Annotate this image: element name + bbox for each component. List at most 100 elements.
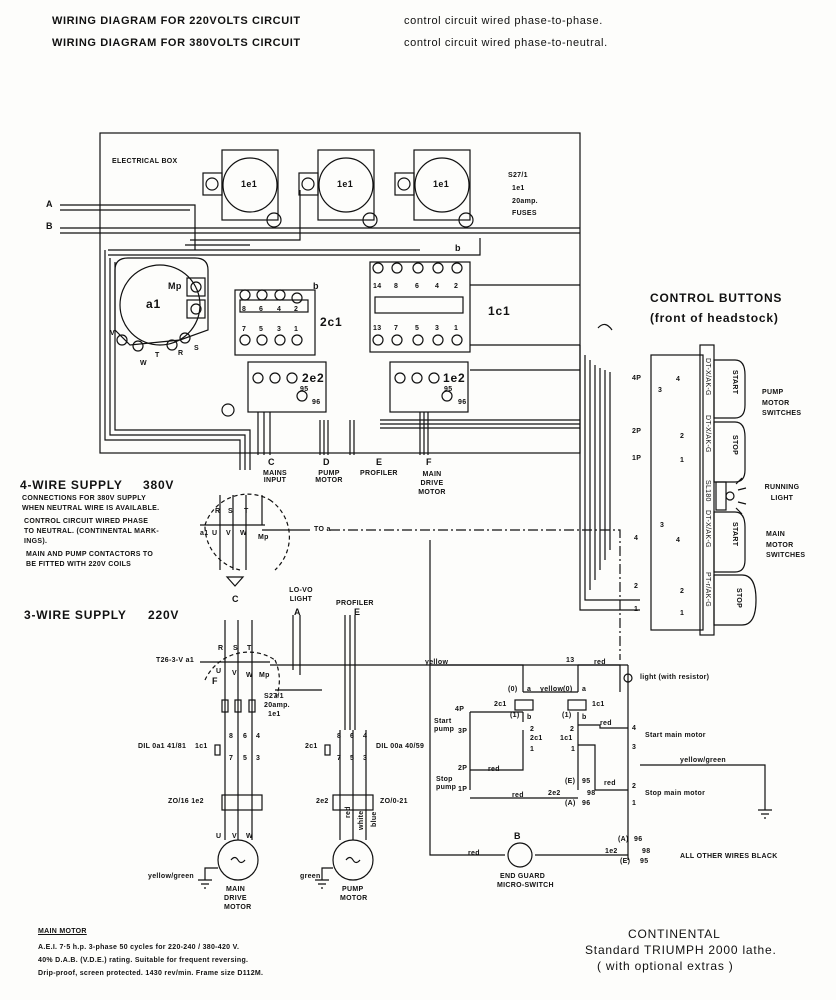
stop-main-button[interactable]: STOP <box>735 588 742 609</box>
wire-drops-outputs <box>257 412 429 455</box>
isolator-terminal-v: V <box>110 330 115 337</box>
pump-overload-label: 2e2 <box>316 798 329 805</box>
header-note-220v: control circuit wired phase-to-phase. <box>404 15 603 27</box>
overload-terminal: 96 <box>582 800 591 807</box>
overload-label: 2e2 <box>548 790 561 797</box>
terminal-number: 7 <box>337 755 342 762</box>
fuse-note-line: FUSES <box>512 210 537 217</box>
terminal-mp: Mp <box>258 534 269 541</box>
curved-arrow-icon <box>597 323 613 331</box>
supply-220-voltage: 220V <box>148 608 180 622</box>
earth-stud <box>221 403 235 417</box>
footer-extras: ( with optional extras ) <box>597 959 734 973</box>
input-b-label: B <box>46 221 53 231</box>
overload-1e2-box <box>389 361 469 413</box>
stop-pump-label: Stop <box>436 776 453 783</box>
coil-terminal: (1) <box>510 712 520 719</box>
output-f-name: MAIN DRIVE MOTOR <box>418 471 446 497</box>
wire-label: 2 <box>680 433 685 440</box>
terminal-r: R <box>218 645 224 652</box>
arrow-down-icon <box>225 576 245 587</box>
aux-label: 2c1 <box>530 735 543 742</box>
terminal-number: 5 <box>415 325 420 332</box>
wire-label: 4 <box>676 376 681 383</box>
terminal-number: 13 <box>373 325 382 332</box>
output-c-name: MAINS INPUT <box>262 470 288 484</box>
terminal-number: 3 <box>363 755 368 762</box>
overload-terminal: 98 <box>642 848 651 855</box>
main-overload-label: ZO/16 1e2 <box>168 798 204 805</box>
fuse-2-label: 1e1 <box>337 179 354 189</box>
isolator-terminal-w: W <box>140 360 147 367</box>
terminal-number: 6 <box>415 283 420 290</box>
fuse-note-line: 1e1 <box>512 185 525 192</box>
terminal-number: 2 <box>294 306 299 313</box>
pump-motor-name: PUMP <box>342 886 364 893</box>
pump-switch-terminal: 4P <box>455 706 465 713</box>
terminal-number: 4 <box>435 283 440 290</box>
stop-pump-button[interactable]: STOP <box>731 435 738 456</box>
terminal-number: 7 <box>229 755 234 762</box>
isolator-terminal-t: T <box>155 352 160 359</box>
motor-spec-line: A.E.I. 7·5 h.p. 3-phase 50 cycles for 22… <box>38 944 240 951</box>
terminal-13: 13 <box>566 657 575 664</box>
overload-terminal: 96 <box>634 836 643 843</box>
overload-2e2-96: 96 <box>312 399 321 406</box>
start-pump-button[interactable]: START <box>731 370 738 395</box>
switch-code: DT-X/AK-G <box>704 415 711 453</box>
light-label: light (with resistor) <box>640 674 710 681</box>
control-buttons-title: CONTROL BUTTONS <box>650 291 783 305</box>
wire-yellow-label: yellow <box>425 659 449 666</box>
output-e-name: PROFILER <box>360 470 398 477</box>
yellow-green-label: yellow/green <box>680 757 727 764</box>
lovo-light-letter: A <box>294 607 301 617</box>
terminal-u: U <box>212 530 218 537</box>
terminal-v: V <box>232 670 237 677</box>
switch-label: a1 <box>200 530 209 537</box>
terminal-number: 4 <box>256 733 261 740</box>
terminal-number: 14 <box>373 283 382 290</box>
supply-380-note: WHEN NEUTRAL WIRE IS AVAILABLE. <box>22 505 160 512</box>
terminal-number: 5 <box>243 755 248 762</box>
wire-label: 4 <box>676 537 681 544</box>
wire-label: 1 <box>680 610 685 617</box>
wire-red-label: red <box>600 720 612 727</box>
contactor-2c1-aux-label: b <box>313 281 319 291</box>
motor-spec-title: MAIN MOTOR <box>38 928 87 935</box>
terminal-number: 7 <box>394 325 399 332</box>
coil-terminal: a <box>582 686 587 693</box>
wire-red-label: red <box>468 850 480 857</box>
overload-1e2-96: 96 <box>458 399 467 406</box>
isolator-terminal-r: R <box>178 350 184 357</box>
wire-red-label: red <box>604 780 616 787</box>
switch-terminal: 4 <box>632 725 637 732</box>
coil-terminal: (0) <box>563 686 573 693</box>
coil-label: 1c1 <box>592 701 605 708</box>
aux-terminal: 1 <box>530 746 535 753</box>
switch-terminal: 2 <box>632 783 637 790</box>
fuse-3-label: 1e1 <box>433 179 450 189</box>
wire-label: 1P <box>632 455 642 462</box>
isolator-code: T26-3-V a1 <box>156 657 195 664</box>
wire-bundle-left <box>104 250 251 470</box>
fuse-holder-1 <box>202 149 282 228</box>
terminal-number: 5 <box>350 755 355 762</box>
profiler-label: PROFILER <box>336 600 374 607</box>
wire-label: 1 <box>680 457 685 464</box>
motor-terminal: V <box>232 833 237 840</box>
profiler-letter: E <box>354 607 361 617</box>
motor-terminal: U <box>216 833 222 840</box>
pump-overload-code: ZO/0-21 <box>380 798 408 805</box>
contactor-2c1-box <box>234 289 316 356</box>
start-main-button[interactable]: START <box>731 522 738 547</box>
overload-1e2-95: 95 <box>444 386 453 393</box>
coil-terminal: (1) <box>562 712 572 719</box>
pump-switch-terminal: 1P <box>458 786 468 793</box>
start-pump-label: pump <box>434 726 455 733</box>
aux-terminal: 1 <box>571 746 576 753</box>
overload-terminal: (E) <box>565 778 576 785</box>
switch-code: PT-r/AK-G <box>704 572 711 607</box>
terminal-number: 2 <box>454 283 459 290</box>
main-contactor-code: DIL 0a1 41/81 <box>138 743 187 750</box>
wire-label: 3 <box>658 387 663 394</box>
